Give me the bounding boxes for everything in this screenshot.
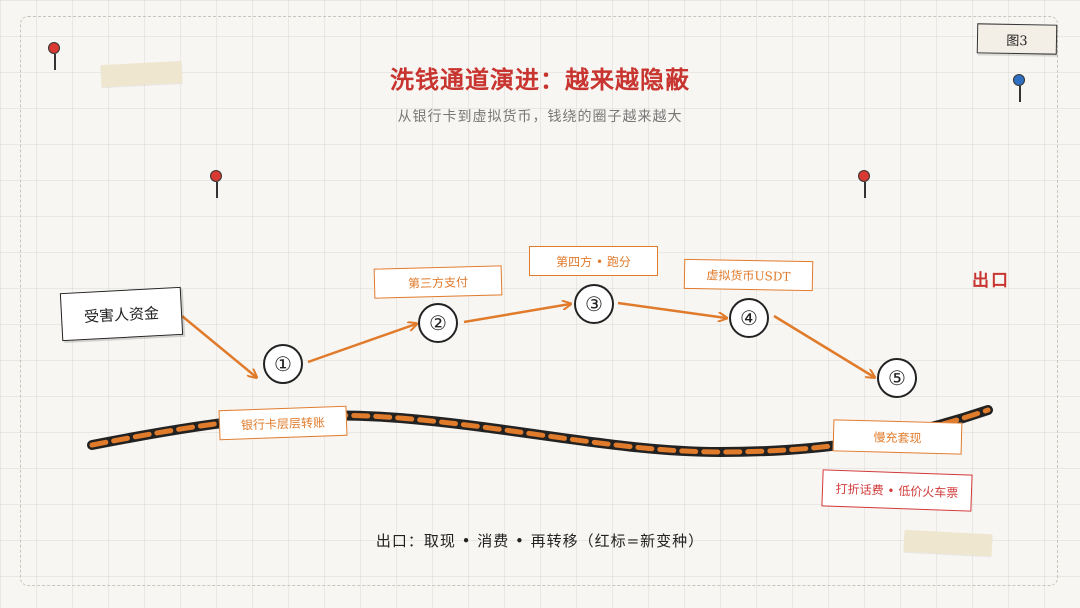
- footer-caption: 出口：取现 • 消费 • 再转移（红标=新变种）: [375, 532, 705, 550]
- step-node-2: ②: [418, 303, 458, 343]
- page-frame: [20, 16, 1058, 586]
- pin-icon: [210, 170, 224, 200]
- arrow-node2-to-node3: [463, 304, 570, 324]
- label-fourth-party: 第四方 • 跑分: [529, 246, 658, 276]
- step-node-3: ③: [574, 284, 614, 324]
- arrow-node3-to-node4: [617, 301, 726, 318]
- page-subtitle: 从银行卡到虚拟货币，钱绕的圈子越来越大: [397, 109, 683, 125]
- pin-icon: [48, 42, 62, 72]
- step-node-4: ④: [729, 298, 769, 338]
- arrow-node4-to-node5: [773, 314, 874, 377]
- step-node-1: ①: [263, 344, 303, 384]
- exit-label: 出口: [972, 271, 1010, 291]
- label-new-variant: 打折话费 • 低价火车票: [821, 469, 973, 512]
- arrow-node1-to-node2: [307, 324, 416, 364]
- label-slow-recharge-cashout: 慢充套现: [832, 419, 963, 455]
- label-crypto-usdt: 虚拟货币USDT: [683, 258, 814, 292]
- label-third-party-payment: 第三方支付: [373, 265, 503, 299]
- pin-icon: [858, 170, 872, 200]
- pin-icon: [1013, 74, 1027, 104]
- victim-funds-box: 受害人资金: [59, 286, 184, 342]
- step-node-5: ⑤: [877, 358, 917, 398]
- arrow-source-to-node1: [181, 315, 256, 377]
- page-title: 洗钱通道演进：越来越隐蔽: [390, 65, 690, 94]
- label-bank-transfer: 银行卡层层转账: [218, 405, 348, 441]
